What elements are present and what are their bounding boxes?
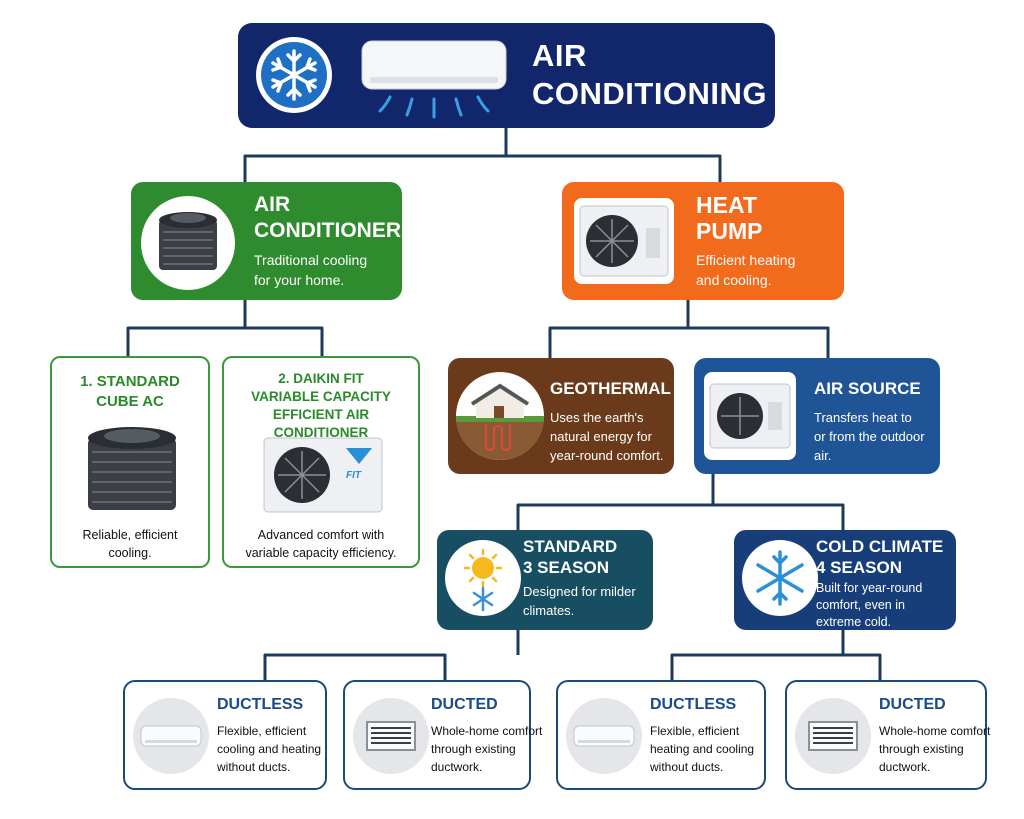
ducted-vent-image bbox=[353, 698, 429, 774]
geothermal-house-image bbox=[456, 372, 544, 460]
ductless-title-cold: DUCTLESS bbox=[650, 696, 737, 713]
ducted-vent-image-cold bbox=[795, 698, 871, 774]
connector-ac bbox=[126, 300, 324, 356]
cold-climate-4-season-card: COLD CLIMATE 4 SEASON Built for year-rou… bbox=[734, 530, 956, 630]
air-source-desc: Transfers heat to or from the outdoor ai… bbox=[814, 410, 925, 463]
geothermal-desc: Uses the earth's natural energy for year… bbox=[550, 410, 664, 463]
snowflake-icon bbox=[271, 49, 317, 101]
standard-cube-ac-card: 1. STANDARD CUBE AC Reliable, efficient … bbox=[50, 356, 210, 568]
daikin-fit-card: 2. DAIKIN FIT VARIABLE CAPACITY EFFICIEN… bbox=[222, 356, 420, 568]
page-title: AIR CONDITIONING bbox=[532, 38, 768, 111]
standard-3-season-title: STANDARD 3 SEASON bbox=[523, 537, 618, 577]
heat-pump-card: HEAT PUMP Efficient heating and cooling. bbox=[562, 182, 844, 300]
daikin-fit-title: 2. DAIKIN FIT VARIABLE CAPACITY EFFICIEN… bbox=[251, 371, 391, 440]
connector-root bbox=[243, 128, 722, 182]
cold-climate-desc: Built for year-round comfort, even in ex… bbox=[816, 581, 923, 629]
ac-wall-unit-image bbox=[360, 39, 508, 123]
fit-brand-label: FIT bbox=[346, 470, 361, 481]
ductless-title: DUCTLESS bbox=[217, 696, 304, 713]
cold-climate-title: COLD CLIMATE 4 SEASON bbox=[816, 537, 944, 577]
standard-cube-desc: Reliable, efficient cooling. bbox=[82, 528, 178, 560]
air-source-unit-image bbox=[704, 372, 796, 460]
snowflake-badge bbox=[256, 37, 332, 113]
air-source-title: AIR SOURCE bbox=[814, 379, 921, 398]
daikin-fit-desc: Advanced comfort with variable capacity … bbox=[245, 528, 397, 560]
snowflake-icon-cold bbox=[756, 550, 804, 606]
standard-3-season-card: STANDARD 3 SEASON Designed for milder cl… bbox=[437, 530, 653, 630]
daikin-fit-unit-image: FIT bbox=[260, 434, 386, 516]
connector-air-source bbox=[516, 474, 845, 530]
heat-pump-title: HEAT PUMP bbox=[696, 192, 763, 244]
air-conditioner-desc: Traditional cooling for your home. bbox=[254, 252, 368, 288]
sun-snowflake-badge bbox=[445, 540, 521, 616]
geothermal-title: GEOTHERMAL bbox=[550, 379, 671, 398]
air-conditioner-card: AIR CONDITIONER Traditional cooling for … bbox=[131, 182, 402, 300]
connector-3season bbox=[263, 630, 520, 680]
condenser-image bbox=[141, 196, 235, 290]
standard-3-season-desc: Designed for milder climates. bbox=[523, 584, 636, 618]
geothermal-card: GEOTHERMAL Uses the earth's natural ener… bbox=[448, 358, 674, 474]
heat-pump-desc: Efficient heating and cooling. bbox=[696, 252, 796, 288]
heat-pump-image bbox=[574, 198, 674, 284]
cube-ac-image bbox=[82, 420, 182, 514]
ducted-title-cold: DUCTED bbox=[879, 696, 946, 713]
ducted-title: DUCTED bbox=[431, 696, 498, 713]
air-conditioner-title: AIR CONDITIONER bbox=[254, 193, 401, 242]
standard-cube-title: 1. STANDARD CUBE AC bbox=[80, 373, 180, 410]
connector-cold bbox=[670, 630, 882, 680]
ductless-unit-image-cold bbox=[566, 698, 642, 774]
connector-hp bbox=[548, 300, 830, 358]
ductless-unit-image bbox=[133, 698, 209, 774]
title-banner: AIR CONDITIONING bbox=[238, 23, 775, 128]
snowflake-badge-cold bbox=[742, 540, 818, 616]
air-source-card: AIR SOURCE Transfers heat to or from the… bbox=[694, 358, 940, 474]
sun-icon bbox=[463, 548, 503, 588]
